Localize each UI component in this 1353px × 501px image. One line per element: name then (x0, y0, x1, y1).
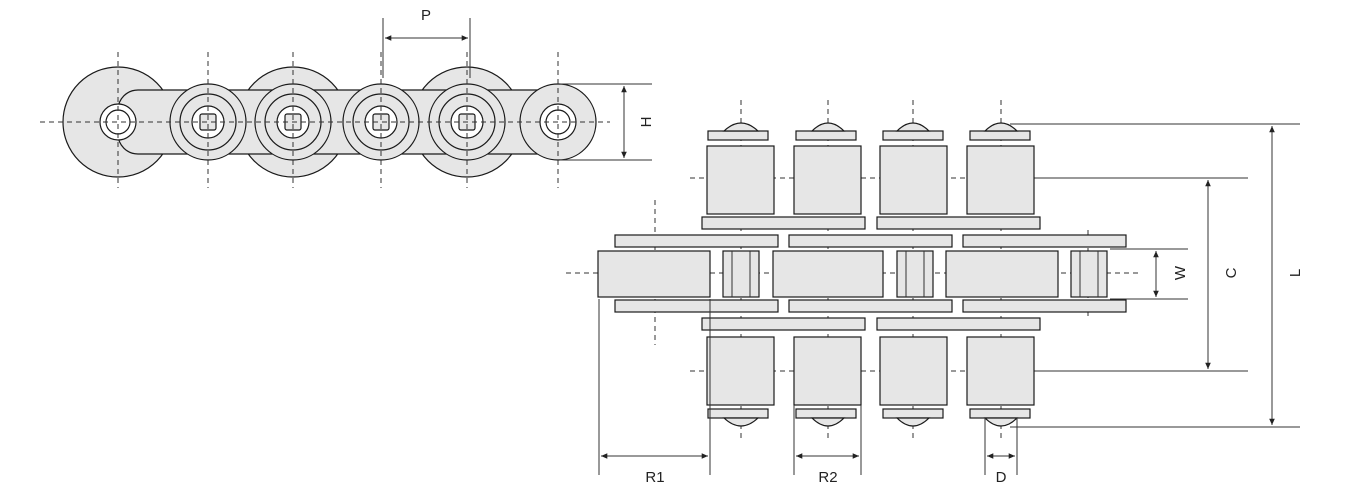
pin-heads-top (707, 122, 1031, 141)
inner-width-dimension: W (1110, 248, 1189, 300)
pitch-label: P (421, 7, 431, 24)
side-centerlines (40, 52, 610, 188)
pitch-dimension: P (382, 7, 471, 78)
chain-top-view: W C L R1 R2 (566, 100, 1304, 486)
center-distance-dimension: C (1035, 177, 1248, 372)
inner-width-label: W (1172, 265, 1189, 280)
middle-rollers (597, 250, 1108, 298)
r1-dimension: R1 (598, 299, 711, 486)
rollers-top (706, 145, 1035, 215)
d-dimension: D (984, 418, 1018, 486)
plate-height-label: H (638, 117, 655, 128)
r2-dimension: R2 (793, 405, 862, 486)
lower-plates (614, 299, 1127, 331)
r1-label: R1 (645, 469, 664, 486)
d-label: D (996, 469, 1007, 486)
rollers-bottom (706, 336, 1035, 406)
upper-plates (614, 216, 1127, 248)
overall-length-label: L (1287, 269, 1304, 277)
r2-label: R2 (818, 469, 837, 486)
overall-length-dimension: L (1010, 123, 1304, 428)
plate-height-dimension: H (560, 83, 655, 161)
end-hole-inner (105, 109, 131, 135)
pin-heads-bottom (707, 408, 1031, 427)
center-distance-label: C (1223, 267, 1240, 278)
chain-side-view: P H (40, 7, 655, 188)
